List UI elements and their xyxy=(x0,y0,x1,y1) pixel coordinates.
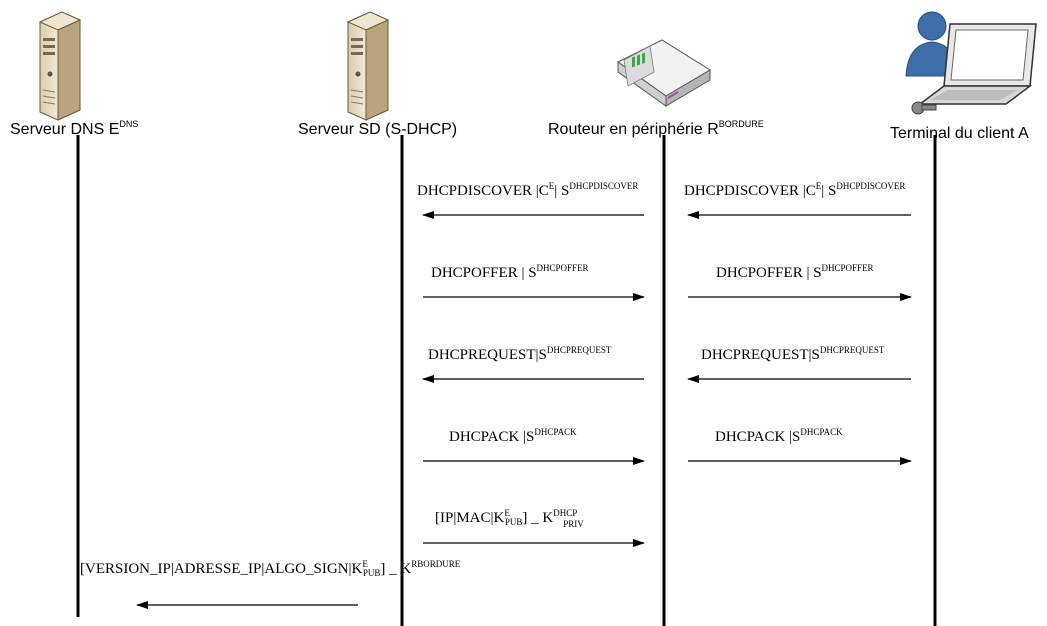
message-label: DHCPOFFER | SDHCPOFFER xyxy=(716,263,874,281)
message-label: DHCPREQUEST|SDHCPREQUEST xyxy=(701,345,885,363)
message-label: DHCPDISCOVER |CE| SDHCPDISCOVER xyxy=(684,181,905,199)
server-icon xyxy=(38,11,82,121)
entity-label-router: Routeur en périphérie RBORDURE xyxy=(548,119,764,138)
message-label: DHCPDISCOVER |CE| SDHCPDISCOVER xyxy=(417,181,638,199)
laptop-user-icon xyxy=(905,11,1037,115)
router-icon xyxy=(617,39,711,107)
message-label: DHCPREQUEST|SDHCPREQUEST xyxy=(428,345,612,363)
message-label: DHCPOFFER | SDHCPOFFER xyxy=(431,263,589,281)
server-icon xyxy=(346,11,390,121)
entity-label-dhcp: Serveur SD (S-DHCP) xyxy=(298,121,457,138)
message-label: DHCPACK |SDHCPACK xyxy=(715,427,843,445)
message-label: DHCPACK |SDHCPACK xyxy=(449,427,577,445)
entity-label-dns: Serveur DNS EDNS xyxy=(10,119,138,138)
entity-label-terminal: Terminal du client A xyxy=(890,125,1029,142)
